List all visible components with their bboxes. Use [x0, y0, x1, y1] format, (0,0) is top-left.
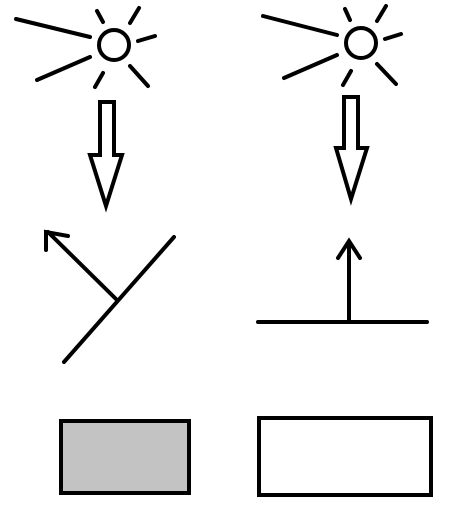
sun-ray — [128, 6, 141, 25]
sun-ray — [343, 7, 352, 22]
right-panel — [256, 4, 433, 497]
reflected-ray — [46, 230, 119, 302]
gray-rectangle-icon — [59, 419, 191, 495]
sun-ray — [341, 69, 353, 87]
sun-ray-long-lower — [35, 55, 92, 82]
reflected-ray-head — [336, 237, 362, 260]
sun-icon — [261, 4, 403, 87]
sun-ray-long-upper — [261, 14, 339, 37]
sun-disc — [97, 28, 131, 62]
sun-ray-long-lower — [282, 53, 339, 80]
sun-icon — [14, 6, 157, 89]
tilted-surface — [62, 235, 176, 364]
reflected-ray-head — [44, 229, 70, 252]
sun-disc — [344, 26, 378, 60]
left-panel — [14, 6, 191, 495]
sun-ray — [93, 71, 105, 89]
white-rectangle-icon — [257, 416, 433, 497]
sun-ray-long-upper — [14, 17, 92, 39]
up-arrow-icon — [336, 237, 362, 324]
sun-ray — [136, 34, 157, 43]
angled-arrow-icon — [44, 229, 119, 302]
sun-ray — [128, 64, 150, 88]
hollow-down-arrow-icon — [333, 95, 370, 206]
sun-ray — [375, 4, 388, 23]
sun-ray — [383, 32, 403, 41]
hollow-down-arrow-icon — [87, 100, 125, 213]
sun-ray — [375, 62, 398, 86]
sun-ray — [95, 9, 105, 24]
